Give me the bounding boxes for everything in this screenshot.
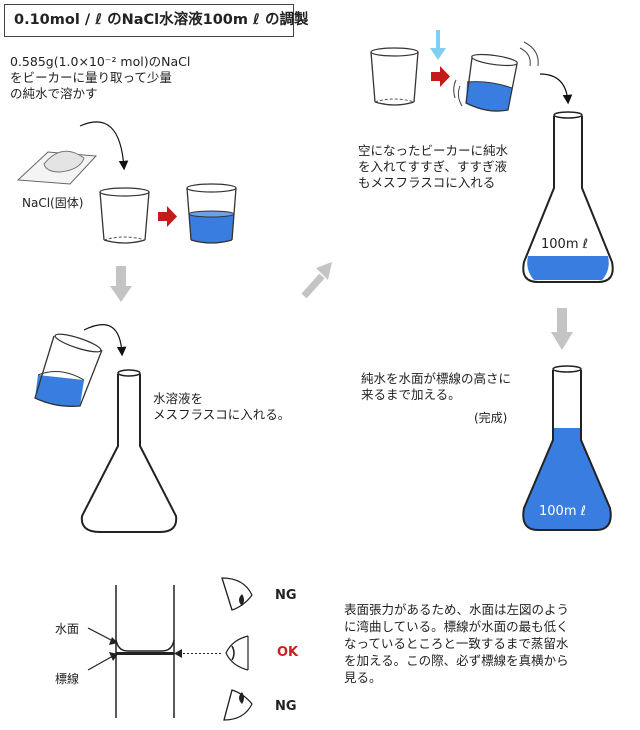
water-surface-label: 水面 [55, 622, 80, 636]
flask3-volume-label: 100m ℓ [541, 237, 588, 252]
red-arrow-3 [431, 66, 450, 87]
nacl-sample [16, 150, 98, 185]
blue-arrow-down [430, 30, 446, 60]
solution-beaker-1 [186, 183, 237, 244]
eye-icon-bottom [223, 689, 253, 721]
gray-arrow-diagonal [301, 262, 332, 299]
flask-3 [522, 111, 614, 283]
step3-text: 空になったビーカーに純水 を入れてすすぎ、すすぎ液 もメスフラスコに入れる [358, 143, 509, 190]
mark-line-label: 標線 [55, 672, 80, 686]
step2-text: 水溶液を メスフラスコに入れる。 [153, 391, 291, 422]
red-arrow-1 [158, 206, 177, 227]
eye-icon-middle [225, 635, 249, 671]
gray-arrow-down-2 [551, 308, 573, 350]
shaking-beaker-3 [453, 41, 539, 112]
solid-label: NaCl(固体) [22, 196, 84, 210]
gray-arrow-down-1 [110, 266, 132, 302]
flask-2 [80, 369, 178, 533]
curved-arrow-3 [539, 73, 573, 105]
ok-label: OK [277, 645, 299, 660]
explanation-text: 表面張力があるため、水面は左図のよう に湾曲している。標線が水面の最も低く なっ… [344, 602, 570, 685]
eye-icon-top [221, 577, 253, 611]
curved-arrow-1 [79, 121, 129, 171]
step1-text: 0.585g(1.0×10⁻² mol)のNaCl をビーカーに量り取って少量 … [10, 54, 191, 101]
empty-beaker-1 [99, 187, 150, 244]
empty-beaker-3 [370, 47, 419, 106]
ng-top-label: NG [275, 588, 297, 603]
mark-line-pointer [87, 655, 114, 671]
complete-label: (完成) [474, 411, 508, 425]
curved-arrow-2 [83, 324, 127, 357]
flask4-volume-label: 100m ℓ [539, 504, 586, 519]
page-title: 0.10mol / ℓ のNaCl水溶液100m ℓ の調製 [4, 4, 308, 37]
tilted-beaker-2 [34, 333, 103, 407]
water-surface-pointer [87, 627, 114, 642]
step4-text: 純水を水面が標線の高さに 来るまで加える。 [361, 371, 512, 402]
flask-4 [522, 365, 612, 531]
meniscus-tube [87, 585, 222, 718]
ng-bottom-label: NG [275, 699, 297, 714]
